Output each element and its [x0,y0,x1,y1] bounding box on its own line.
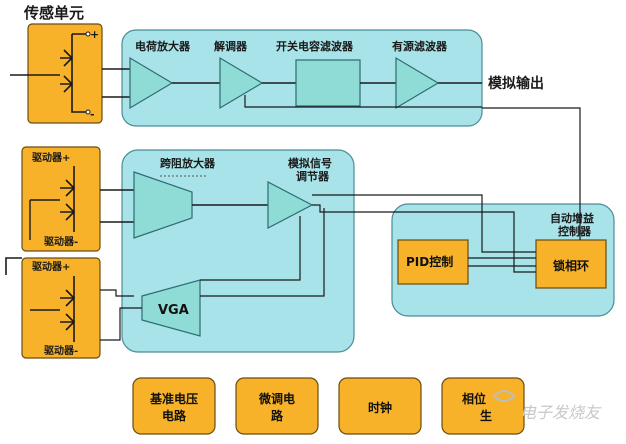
vga-amplifier [141,279,201,337]
transimpedance-amplifier [133,171,193,239]
sensor-pin-minus: - [90,108,95,121]
drive-unit-2-minus-label: 驱动器- [44,344,78,357]
analog-signal-conditioner [267,181,314,229]
sensor-pin-plus: + [90,28,99,41]
clock-block [338,377,422,435]
bottom-support-blocks: 基准电压 电路 微调电 路 时钟 相位 生 [132,377,525,435]
phase-generator-label-2: 生 [480,408,492,423]
drive-unit-2-plus-label: 驱动器+ [32,260,70,273]
reference-voltage-block [132,377,216,435]
demodulator [219,56,264,110]
signal-conditioner-label-1: 模拟信号 [288,156,332,170]
drive-unit-1-plus-label: 驱动器+ [32,151,70,164]
tia-label: 跨阻放大器 [160,156,216,170]
drive-unit-1-minus-label: 驱动器- [44,235,78,248]
agc-title-1: 自动增益 [550,211,594,225]
reference-voltage-label-2: 电路 [162,408,187,423]
phase-generator-block [441,377,525,435]
demodulator-label: 解调器 [214,39,248,53]
trim-circuit-block [235,377,319,435]
pll-block [535,239,607,289]
watermark-logo-icon [492,390,516,402]
trim-circuit-label-1: 微调电 [258,391,295,406]
agc-title-2: 控制器 [558,224,592,238]
clock-label: 时钟 [368,400,392,415]
sensor-unit-title: 传感单元 [23,4,84,22]
active-filter [395,56,440,110]
switched-capacitor-filter [295,59,361,107]
signal-conditioner-label-2: 调节器 [296,169,330,183]
charge-amplifier [129,56,174,110]
pll-label: 锁相环 [553,258,589,273]
active-filter-label: 有源滤波器 [392,39,448,53]
drive-unit-1: 驱动器+ 驱动器- [21,146,101,252]
pid-control-label: PID控制 [406,254,453,269]
charge-amp-label: 电荷放大器 [135,39,191,53]
switched-cap-filter-label: 开关电容滤波器 [276,39,354,53]
vga-label: VGA [158,303,189,318]
sensor-unit-body [27,23,103,124]
pid-control-block [397,239,469,285]
sensor-unit-block: + - [27,23,103,124]
phase-generator-label-1: 相位 [462,391,486,406]
reference-voltage-label-1: 基准电压 [149,391,198,406]
trim-circuit-label-2: 路 [271,408,284,423]
drive-unit-2: 驱动器+ 驱动器- [21,257,101,359]
watermark-text: 电子发烧友 [520,403,602,422]
analog-output-label: 模拟输出 [488,75,544,92]
watermark: 电子发烧友 [492,390,602,422]
